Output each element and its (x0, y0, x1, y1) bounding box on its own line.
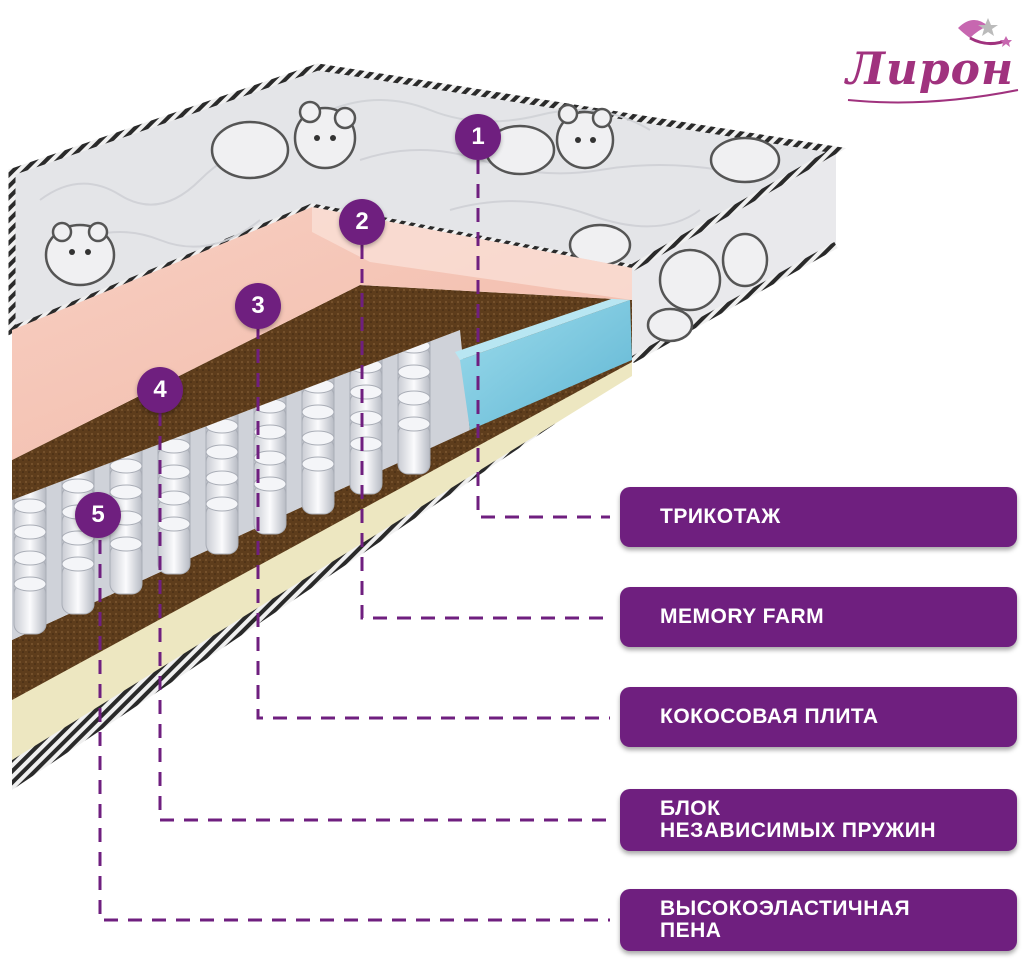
layer-label-4: БЛОК НЕЗАВИСИМЫХ ПРУЖИН (620, 789, 1017, 851)
spring-pocket-top (253, 424, 287, 440)
spring-pocket-top (301, 456, 335, 472)
spring-pocket-top (349, 436, 383, 452)
brand-logo: Лирон (838, 8, 1023, 108)
spring-pocket-top (13, 576, 47, 592)
spring-pocket-top (397, 390, 431, 406)
leader-line-2 (360, 245, 610, 620)
layer-badge-1: 1 (455, 114, 501, 160)
spring-pocket-top (61, 478, 95, 494)
spring-pocket-top (13, 498, 47, 514)
logo-mark-icon (847, 18, 1019, 104)
spring-pocket-top (349, 410, 383, 426)
spring-pocket-top (205, 496, 239, 512)
spring-pocket-top (13, 550, 47, 566)
layer-label-5: ВЫСОКОЭЛАСТИЧНАЯ ПЕНА (620, 889, 1017, 951)
spring-pocket-top (397, 364, 431, 380)
layer-label-4-line2: НЕЗАВИСИМЫХ ПРУЖИН (660, 819, 937, 842)
spring-pocket-top (157, 438, 191, 454)
leader-lines (98, 160, 610, 922)
memory-foam-layer (12, 207, 632, 460)
layer-badge-4: 4 (137, 367, 183, 413)
spring-pocket-top (109, 536, 143, 552)
side-ticking-panel (630, 146, 838, 364)
leader-line-5 (98, 540, 610, 922)
spring-pocket-top (397, 416, 431, 432)
spring-pocket-top (205, 470, 239, 486)
spring-pocket-top (349, 384, 383, 400)
logo-text: Лирон (846, 44, 1015, 95)
layer-badge-3: 3 (235, 283, 281, 329)
spring-pocket-top (205, 444, 239, 460)
layer-label-1-text: ТРИКОТАЖ (660, 505, 781, 528)
layer-label-5-line2: ПЕНА (660, 919, 722, 942)
layer-label-3-text: КОКОСОВАЯ ПЛИТА (660, 705, 879, 728)
layer-badge-5: 5 (75, 492, 121, 538)
layer-label-2-text: MEMORY FARM (660, 605, 825, 628)
spring-pocket-top (253, 476, 287, 492)
spring-pocket-top (157, 464, 191, 480)
blue-foam-block (460, 300, 632, 430)
coconut-bottom-layer (12, 362, 632, 700)
layer-label-1: ТРИКОТАЖ (620, 487, 1017, 547)
spring-pocket-top (61, 556, 95, 572)
spring-pocket-top (301, 404, 335, 420)
spring-pocket-top (109, 458, 143, 474)
spring-pocket-top (157, 516, 191, 532)
spring-pocket-top (301, 430, 335, 446)
leader-line-1 (476, 160, 610, 519)
layer-label-3: КОКОСОВАЯ ПЛИТА (620, 687, 1017, 747)
leader-line-3 (256, 325, 610, 720)
spring-pocket-top (109, 484, 143, 500)
spring-pocket-top (13, 524, 47, 540)
spring-pocket-top (253, 450, 287, 466)
layer-badge-2: 2 (339, 199, 385, 245)
leader-line-4 (158, 412, 610, 822)
layer-label-2: MEMORY FARM (620, 587, 1017, 647)
layer-label-5-line1: ВЫСОКОЭЛАСТИЧНАЯ (660, 897, 911, 920)
spring-pocket-top (157, 490, 191, 506)
layer-label-4-line1: БЛОК (660, 797, 721, 820)
